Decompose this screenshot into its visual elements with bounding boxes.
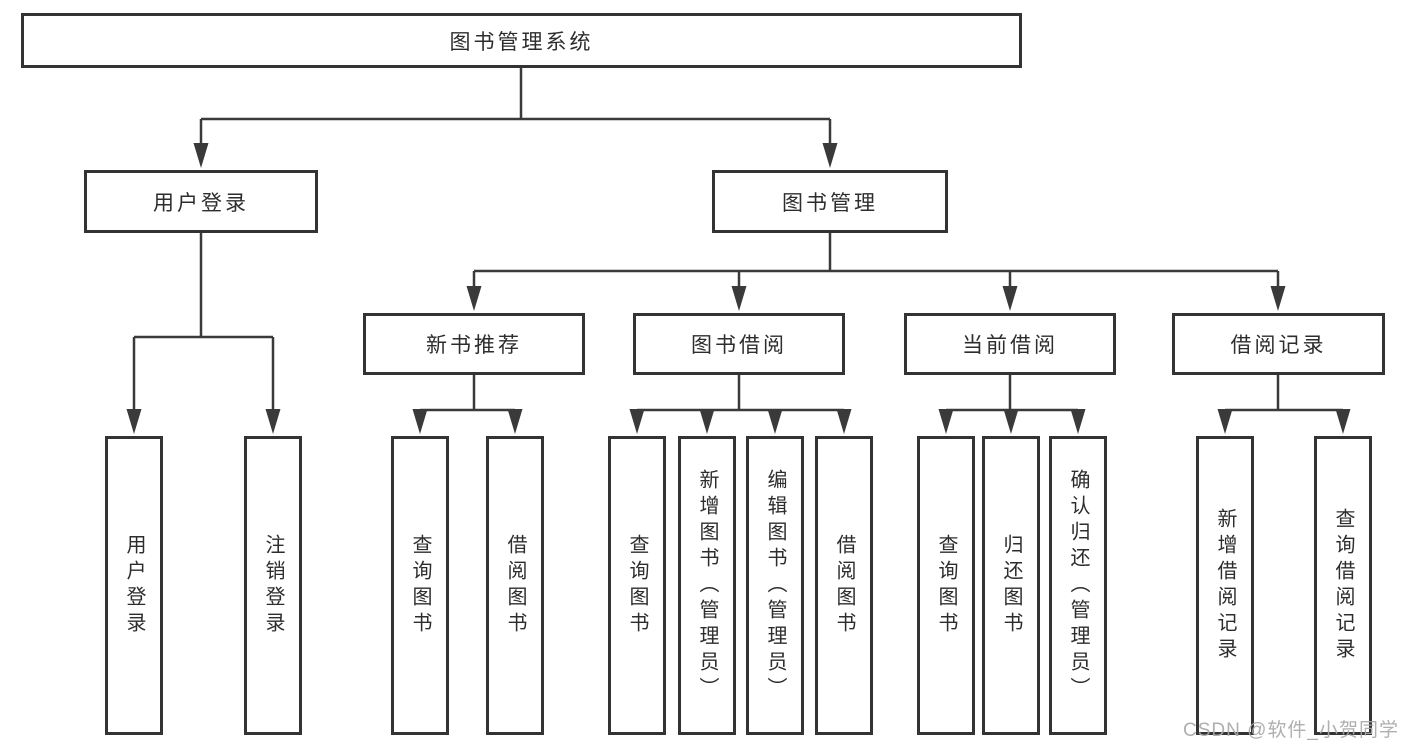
leaf-label: 确认归还（管理员） [1067,468,1089,703]
leaf-label: 编辑图书（管理员） [764,468,786,703]
leaf-borrow-books-recommend: 借阅图书 [486,436,544,735]
leaf-add-book-admin: 新增图书（管理员） [678,436,736,735]
leaf-query-borrow-record: 查询借阅记录 [1314,436,1372,735]
leaf-add-borrow-record: 新增借阅记录 [1196,436,1254,735]
node-root: 图书管理系统 [21,13,1022,68]
leaf-logout: 注销登录 [244,436,302,735]
leaf-borrow-books-borrowing: 借阅图书 [815,436,873,735]
leaf-label: 归还图书 [1000,533,1022,638]
leaf-edit-book-admin: 编辑图书（管理员） [746,436,804,735]
node-user-login: 用户登录 [84,170,318,233]
leaf-query-books-current: 查询图书 [917,436,975,735]
leaf-label: 用户登录 [123,533,145,638]
leaf-query-books-borrowing: 查询图书 [608,436,666,735]
leaf-label: 查询图书 [409,533,431,638]
leaf-label: 查询图书 [626,533,648,638]
leaf-user-login: 用户登录 [105,436,163,735]
node-book-borrowing: 图书借阅 [633,313,845,375]
leaf-label: 新增图书（管理员） [696,468,718,703]
node-current-borrowing: 当前借阅 [904,313,1116,375]
leaf-label: 查询借阅记录 [1332,507,1354,664]
node-book-management: 图书管理 [712,170,948,233]
leaf-confirm-return-admin: 确认归还（管理员） [1049,436,1107,735]
leaf-label: 查询图书 [935,533,957,638]
node-borrowing-records: 借阅记录 [1172,313,1385,375]
leaf-query-books-recommend: 查询图书 [391,436,449,735]
leaf-label: 借阅图书 [504,533,526,638]
leaf-label: 注销登录 [262,533,284,638]
leaf-label: 借阅图书 [833,533,855,638]
node-new-book-recommendation: 新书推荐 [363,313,585,375]
leaf-label: 新增借阅记录 [1214,507,1236,664]
leaf-return-books: 归还图书 [982,436,1040,735]
